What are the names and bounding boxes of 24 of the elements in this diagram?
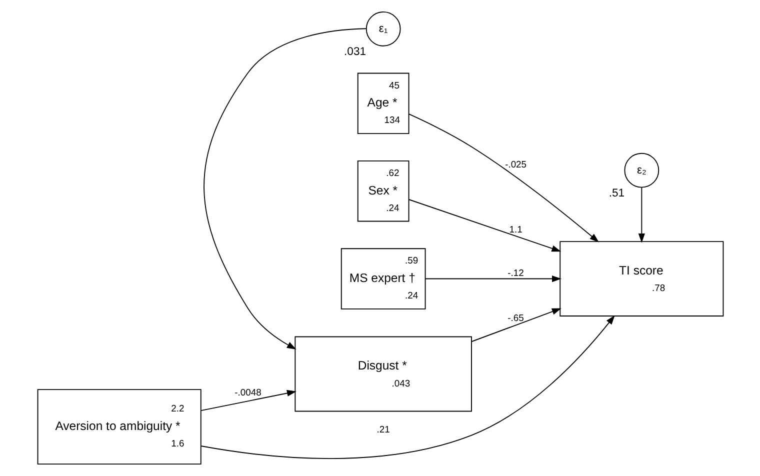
node-label: .51 <box>608 187 624 200</box>
arrow <box>638 187 644 243</box>
node-box: .59 MS expert † .24 <box>340 248 426 310</box>
arrow <box>408 199 561 252</box>
arrow <box>200 315 614 460</box>
node-circle: ε₂ <box>624 152 659 188</box>
node-label: .031 <box>344 46 366 58</box>
arrow <box>200 390 296 411</box>
node-box: TI score .78 <box>559 241 724 316</box>
edge-label: -.65 <box>507 312 524 324</box>
edge-label: -.025 <box>504 158 526 170</box>
node-box: 45 Age * 134 <box>356 72 409 134</box>
node-box: 2.2 Aversion to ambiguity * 1.6 <box>36 389 201 465</box>
arrow <box>470 308 561 342</box>
edge-label: 1.1 <box>508 224 522 235</box>
edge-label: -.12 <box>507 266 524 278</box>
node-box: Disgust * .043 <box>294 336 472 412</box>
arrow <box>424 275 561 282</box>
arrow <box>203 28 366 350</box>
edge-label: .21 <box>376 423 390 434</box>
node-box: .62 Sex * .24 <box>356 160 409 222</box>
node-circle: ε₁ <box>365 11 400 46</box>
arrow <box>408 114 599 242</box>
edge-label: -.0048 <box>234 386 261 398</box>
